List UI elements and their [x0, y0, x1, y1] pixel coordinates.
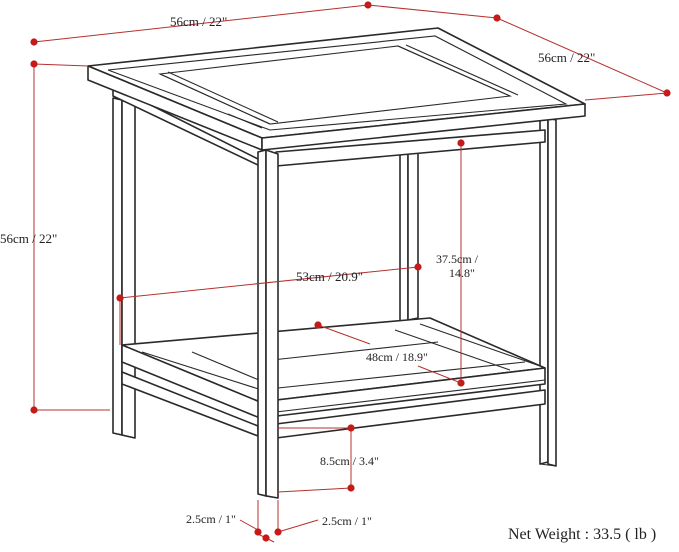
label-total-height: 56cm / 22"	[0, 231, 57, 246]
dim-point	[30, 406, 38, 414]
table-top	[87, 27, 586, 151]
dim-point	[30, 60, 38, 68]
dim-point	[30, 38, 38, 46]
dim-point	[314, 321, 322, 329]
dim-point	[414, 263, 422, 271]
label-shelf-clearance-1: 37.5cm /	[436, 252, 479, 266]
label-shelf-depth: 48cm / 18.9"	[366, 350, 428, 364]
back-right-leg	[539, 117, 549, 465]
label-inner-width: 53cm / 20.9"	[296, 269, 363, 284]
dim-point	[493, 14, 501, 22]
dim-point	[347, 424, 355, 432]
label-top-width: 56cm / 22"	[170, 14, 227, 29]
front-right-leg	[257, 149, 267, 497]
back-left-leg	[399, 147, 409, 323]
label-floor-clearance: 8.5cm / 3.4"	[320, 454, 379, 468]
dim-point	[254, 528, 262, 536]
dimension-labels: 56cm / 22" 56cm / 22" 56cm / 22" 53cm / …	[0, 14, 656, 543]
table-illustration	[87, 27, 586, 499]
dim-point	[457, 139, 465, 147]
dim-point	[262, 534, 270, 542]
dimension-lines	[30, 1, 671, 543]
dim-point	[347, 484, 355, 492]
dim-point	[274, 528, 282, 536]
front-left-leg	[112, 97, 123, 436]
label-shelf-clearance-2: 14.8"	[449, 266, 475, 280]
dim-point	[116, 294, 124, 302]
lower-shelf	[121, 317, 546, 419]
label-leg-width-b: 2.5cm / 1"	[322, 514, 372, 528]
label-leg-width-a: 2.5cm / 1"	[186, 512, 236, 526]
label-top-depth: 56cm / 22"	[538, 50, 595, 65]
net-weight-label: Net Weight : 33.5 ( lb )	[508, 526, 656, 543]
